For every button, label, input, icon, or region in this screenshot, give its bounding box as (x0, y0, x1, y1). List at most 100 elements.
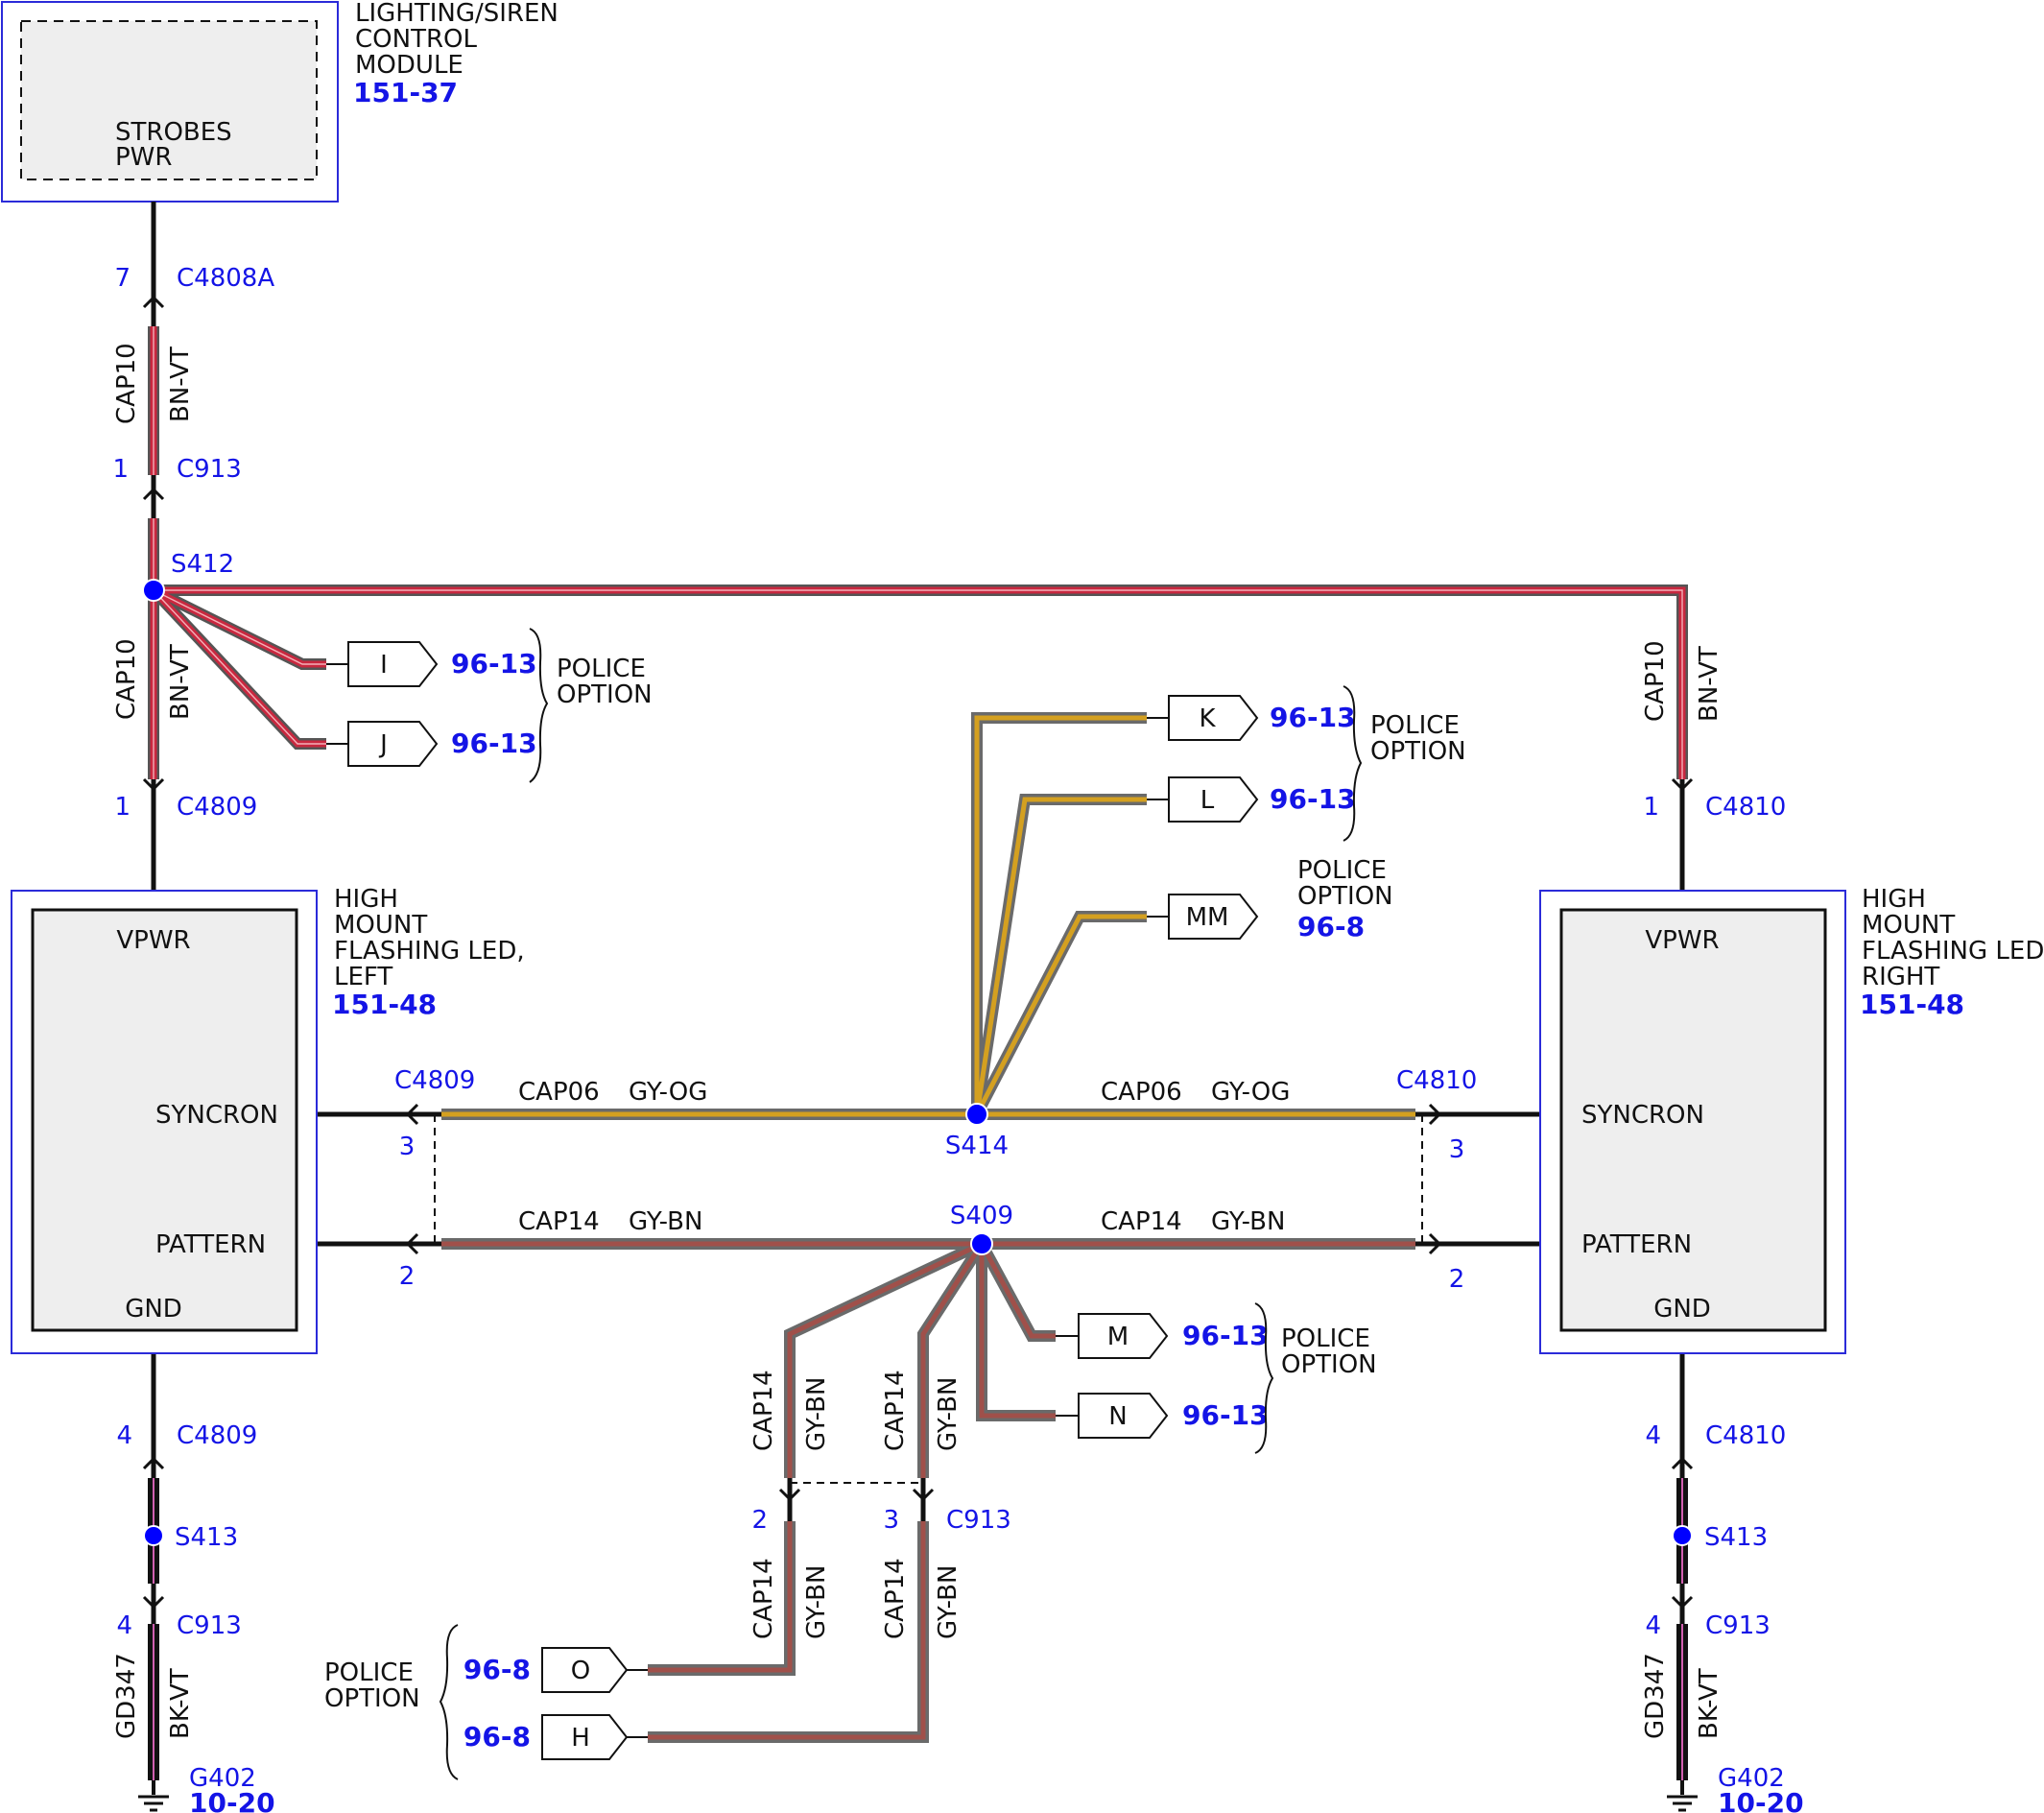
c4810-syncron-pin: 3 (1449, 1135, 1465, 1164)
cap14-color-label-v2: GY-BN (934, 1377, 963, 1451)
module-name-line-3: MODULE (355, 51, 463, 80)
ground-left-icon (138, 1795, 169, 1812)
police-option-mn-line2: OPTION (1281, 1350, 1377, 1379)
c913-top-pin: 1 (112, 455, 129, 484)
splice-s409-label: S409 (950, 1202, 1013, 1230)
offpage-o-shape (541, 1647, 629, 1693)
brace-kl-icon (1343, 685, 1363, 842)
module-body (20, 20, 318, 180)
brace-ij-icon (529, 628, 549, 783)
splice-s413-right-dot (1672, 1525, 1693, 1546)
offpage-mm[interactable]: MM (1147, 894, 1259, 940)
wire-cap14-gy-bn (441, 1238, 1415, 1743)
splice-s413-right-label: S413 (1704, 1523, 1768, 1552)
cap06-circuit-label-left: CAP06 (518, 1078, 600, 1107)
offpage-o[interactable]: O 96-8 (463, 1647, 648, 1693)
ground-left-ref[interactable]: 10-20 (189, 1787, 275, 1813)
offpage-j-ref[interactable]: 96-13 (451, 728, 537, 759)
offpage-k[interactable]: K 96-13 (1147, 695, 1356, 741)
led-right-name-1: HIGH (1862, 885, 1926, 914)
police-option-mn-line1: POLICE (1281, 1324, 1370, 1353)
police-option-oh-line2: OPTION (324, 1684, 420, 1713)
gd347-color-label-left: BK-VT (166, 1668, 195, 1739)
cap06-circuit-label-right: CAP06 (1101, 1078, 1182, 1107)
offpage-h-tag: H (571, 1724, 590, 1753)
splice-s413-left-label: S413 (175, 1523, 238, 1552)
led-right: VPWR SYNCRON PATTERN GND HIGH MOUNT FLAS… (1539, 885, 2044, 1354)
offpage-l[interactable]: L 96-13 (1147, 776, 1356, 823)
offpage-mm-shape (1147, 894, 1259, 940)
led-right-syncron-label: SYNCRON (1581, 1101, 1704, 1130)
splices: S412 S414 S409 S413 S413 (142, 550, 1768, 1552)
police-option-mm-line1: POLICE (1297, 856, 1387, 885)
offpage-j-tag: J (378, 730, 388, 759)
wire-labels: CAP10 BN-VT CAP10 BN-VT CAP10 BN-VT CAP0… (112, 343, 1723, 1739)
cap14-color-label-right: GY-BN (1211, 1207, 1285, 1236)
c913-gnd-right-name: C913 (1705, 1611, 1771, 1640)
offpage-k-tag: K (1199, 704, 1216, 733)
gd347-circuit-label-right: GD347 (1641, 1653, 1670, 1739)
cap14-color-label-v4: GY-BN (934, 1565, 963, 1639)
c4809-top-name: C4809 (177, 793, 257, 822)
ground-right-ref[interactable]: 10-20 (1718, 1787, 1804, 1813)
offpage-h[interactable]: H 96-8 (463, 1714, 648, 1760)
cap14-circuit-label-v2: CAP14 (881, 1370, 910, 1451)
offpage-j[interactable]: J 96-13 (326, 721, 537, 767)
offpage-i-tag: I (380, 651, 388, 680)
module-name-line-1: LIGHTING/SIREN (355, 0, 559, 28)
offpage-m-ref[interactable]: 96-13 (1182, 1320, 1269, 1351)
police-option-groups: POLICE OPTION POLICE OPTION POLICE OPTIO… (324, 628, 1466, 1780)
gd347-color-label-right: BK-VT (1695, 1668, 1723, 1739)
splice-s414-dot (965, 1103, 988, 1126)
splice-s412-label: S412 (171, 550, 234, 579)
splice-s413-left-dot (143, 1525, 164, 1546)
cap14-circuit-label-v3: CAP14 (749, 1558, 778, 1639)
c913-gnd-left-name: C913 (177, 1611, 242, 1640)
offpage-j-shape (326, 721, 439, 767)
offpage-i-ref[interactable]: 96-13 (451, 648, 537, 680)
c4810-gnd-pin: 4 (1645, 1421, 1661, 1450)
offpage-o-tag: O (571, 1657, 590, 1685)
brace-mn-icon (1254, 1302, 1274, 1454)
c4810-syncron-name: C4810 (1396, 1066, 1477, 1095)
led-left-page-ref[interactable]: 151-48 (332, 989, 437, 1020)
cap10-color-label-3: BN-VT (1695, 646, 1723, 722)
cap14-color-label-v1: GY-BN (802, 1377, 831, 1451)
led-left-name-3: FLASHING LED, (334, 937, 525, 966)
cap10-color-label-1: BN-VT (166, 346, 195, 422)
led-right-pattern-label: PATTERN (1581, 1230, 1692, 1259)
cap14-circuit-label-right: CAP14 (1101, 1207, 1182, 1236)
offpage-o-ref[interactable]: 96-8 (463, 1654, 531, 1685)
c913-mid-pin-b: 3 (883, 1506, 899, 1535)
offpage-k-shape (1147, 695, 1259, 741)
led-left: VPWR SYNCRON PATTERN GND HIGH MOUNT FLAS… (11, 885, 525, 1354)
offpage-n-shape (1056, 1393, 1169, 1439)
splice-s412-dot (142, 579, 165, 602)
offpage-n[interactable]: N 96-13 (1056, 1393, 1269, 1439)
splice-s409-dot (970, 1232, 993, 1255)
offpage-l-shape (1147, 776, 1259, 823)
offpage-k-ref[interactable]: 96-13 (1270, 702, 1356, 733)
offpage-m[interactable]: M 96-13 (1056, 1313, 1269, 1359)
led-left-name-4: LEFT (334, 963, 392, 991)
offpage-i[interactable]: I 96-13 (326, 641, 537, 687)
cap06-color-label-left: GY-OG (629, 1078, 707, 1107)
ground-left-name: G402 (189, 1764, 256, 1793)
police-option-kl-line2: OPTION (1370, 737, 1466, 766)
offpage-l-ref[interactable]: 96-13 (1270, 783, 1356, 815)
wires (148, 202, 1688, 1780)
police-option-ij-line1: POLICE (557, 655, 646, 683)
police-option-kl-line1: POLICE (1370, 711, 1460, 740)
module-page-ref[interactable]: 151-37 (353, 77, 458, 108)
c913-top-name: C913 (177, 455, 242, 484)
c4809-syncron-pin: 3 (399, 1133, 416, 1161)
offpage-h-shape (541, 1714, 629, 1760)
led-right-page-ref[interactable]: 151-48 (1860, 989, 1964, 1020)
c4809-gnd-name: C4809 (177, 1421, 257, 1450)
offpage-mm-ref[interactable]: 96-8 (1297, 911, 1365, 942)
wire-cap06-gy-og (441, 712, 1415, 1120)
led-right-body (1559, 908, 1827, 1332)
offpage-n-ref[interactable]: 96-13 (1182, 1399, 1269, 1431)
offpage-h-ref[interactable]: 96-8 (463, 1721, 531, 1753)
led-left-vpwr-label: VPWR (116, 926, 190, 955)
